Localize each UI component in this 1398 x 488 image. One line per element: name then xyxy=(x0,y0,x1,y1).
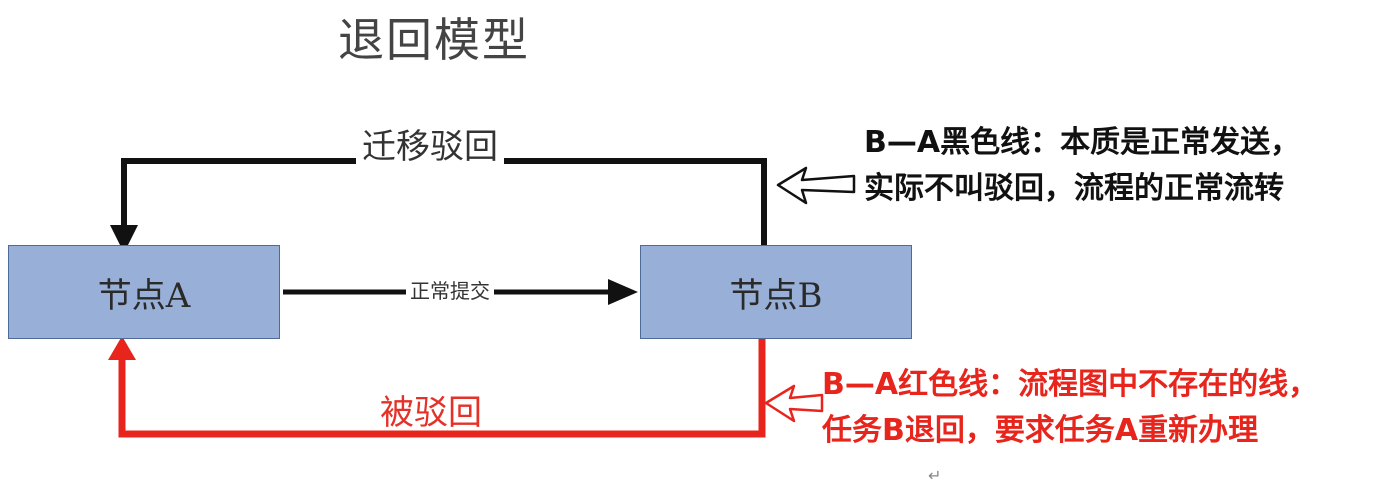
red-note-pointer-icon xyxy=(764,384,824,423)
red-line-note-line2: 任务B退回，要求任务A重新办理 xyxy=(822,413,1259,448)
node-b: 节点B xyxy=(640,245,912,339)
black-line-note: B—A黑色线：本质是正常发送， 实际不叫驳回，流程的正常流转 xyxy=(864,120,1300,212)
rejected-arrowhead xyxy=(108,336,136,360)
red-line-note-line1: B—A红色线：流程图中不存在的线， xyxy=(822,367,1319,402)
transfer-back-edge xyxy=(121,158,767,245)
rejected-label: 被驳回 xyxy=(374,396,488,430)
node-a: 节点A xyxy=(8,245,280,339)
diagram-title: 退回模型 xyxy=(338,13,530,67)
node-a-label: 节点A xyxy=(97,275,191,316)
black-line-note-line1: B—A黑色线：本质是正常发送， xyxy=(864,125,1301,160)
node-b-label: 节点B xyxy=(729,275,823,316)
normal-submit-label: 正常提交 xyxy=(406,281,494,301)
red-line-note: B—A红色线：流程图中不存在的线， 任务B退回，要求任务A重新办理 xyxy=(822,362,1318,454)
normal-submit-arrowhead xyxy=(608,279,638,305)
transfer-back-arrowhead xyxy=(110,225,138,253)
transfer-back-label: 迁移驳回 xyxy=(356,130,504,164)
black-note-pointer-icon xyxy=(776,166,856,205)
rejected-edge xyxy=(118,339,766,438)
black-line-note-line2: 实际不叫驳回，流程的正常流转 xyxy=(864,171,1284,206)
return-mark-icon: ↵ xyxy=(928,466,942,485)
